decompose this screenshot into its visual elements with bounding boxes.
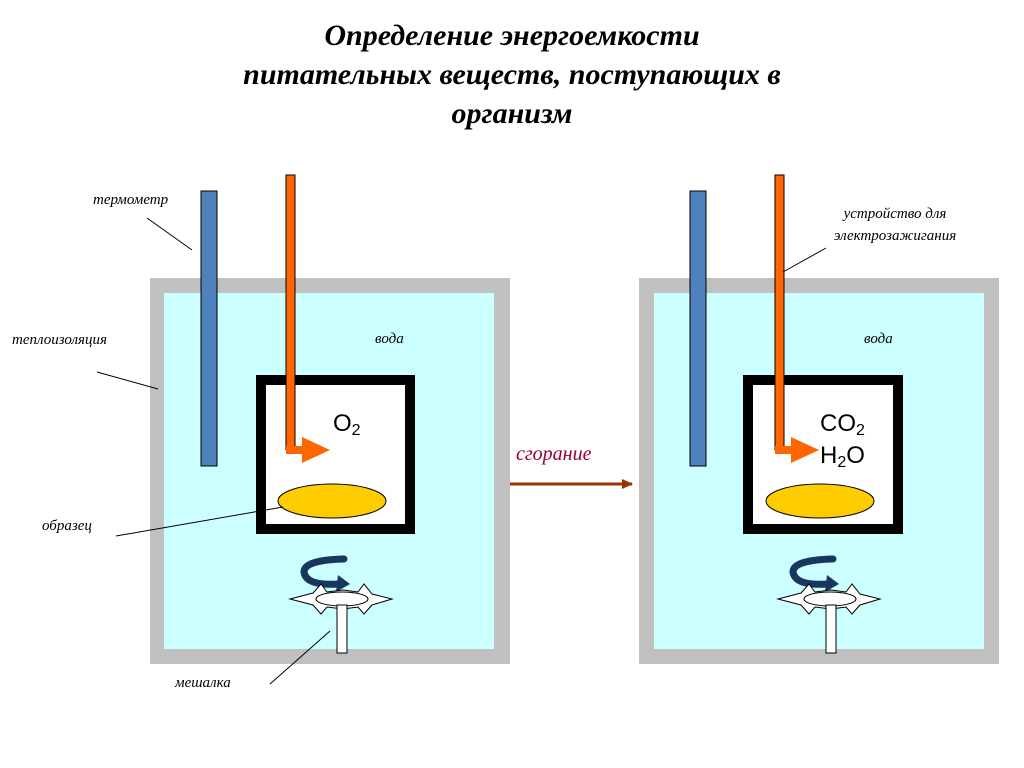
stirrer-label: мешалка xyxy=(175,675,231,691)
curved-arrow-icon xyxy=(300,555,350,592)
title-line-2: питательных веществ, поступающих в xyxy=(243,58,781,91)
right-stirrer-shaft xyxy=(825,604,837,654)
insulation-leader-line xyxy=(96,371,159,390)
ignition-device-label: устройство для электрозажигания xyxy=(800,203,990,247)
ignition-leader-line xyxy=(782,247,827,273)
co2-base: CO xyxy=(820,410,856,437)
water-label-right: вода xyxy=(864,331,893,347)
water-formula: H2O xyxy=(820,442,865,471)
title-line-3: организм xyxy=(451,97,573,130)
left-stirrer-shaft xyxy=(336,604,348,654)
star-blade-icon xyxy=(288,583,394,615)
h2o-tail: O xyxy=(846,442,865,469)
carbon-dioxide-formula: CO2 xyxy=(820,410,865,439)
h2o-base: H xyxy=(820,442,838,469)
left-calorimeter xyxy=(150,174,510,664)
ignition-label-line-1: устройство для xyxy=(843,206,947,222)
right-igniter-elbow xyxy=(775,446,793,454)
water-label-left: вода xyxy=(375,331,404,347)
title-line-1: Определение энергоемкости xyxy=(324,19,700,52)
co2-subscript: 2 xyxy=(856,422,865,439)
sample-label: образец xyxy=(42,518,92,534)
oxygen-formula: O2 xyxy=(333,410,361,439)
oxygen-base: O xyxy=(333,410,352,437)
curved-arrow-icon xyxy=(789,555,839,592)
page-title: Определение энергоемкости питательных ве… xyxy=(112,16,912,133)
right-sample xyxy=(765,483,875,519)
stirrer-leader-line xyxy=(269,630,331,685)
right-calorimeter xyxy=(639,174,999,664)
right-igniter-wire xyxy=(774,174,785,451)
insulation-label: теплоизоляция xyxy=(12,332,107,348)
triangle-arrow-icon xyxy=(302,437,330,463)
sample-leader-line xyxy=(115,506,284,537)
left-sample xyxy=(277,483,387,519)
thermometer-leader-line xyxy=(146,217,193,251)
oxygen-subscript: 2 xyxy=(351,422,361,439)
ignition-label-line-2: электрозажигания xyxy=(833,228,957,244)
left-thermometer xyxy=(200,190,218,467)
left-igniter-elbow xyxy=(286,446,304,454)
h2o-subscript: 2 xyxy=(837,454,847,471)
thermometer-label: термометр xyxy=(93,192,169,208)
triangle-arrow-icon xyxy=(791,437,819,463)
left-igniter-wire xyxy=(285,174,296,451)
combustion-label: сгорание xyxy=(516,443,592,465)
right-thermometer xyxy=(689,190,707,467)
